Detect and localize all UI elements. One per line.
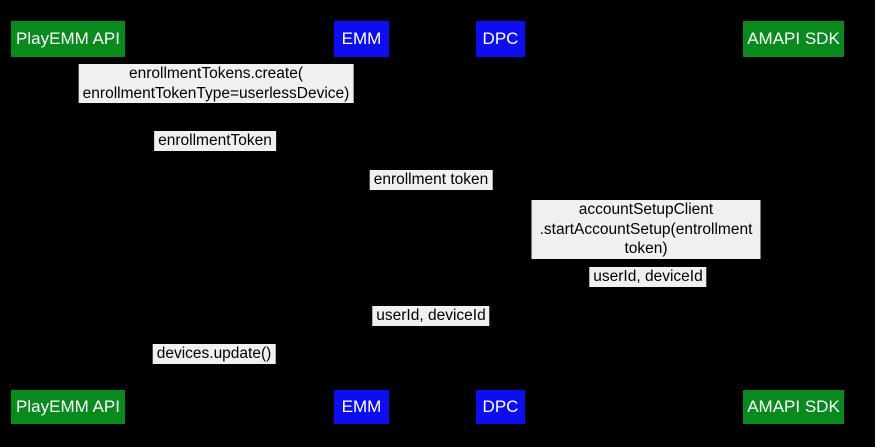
actor-dpc-bottom: DPC bbox=[476, 390, 525, 424]
actor-dpc-top: DPC bbox=[476, 21, 525, 57]
message-devices-update: devices.update() bbox=[152, 344, 276, 364]
message-userid-deviceid-2: userId, deviceId bbox=[372, 306, 490, 326]
actor-emm-top: EMM bbox=[334, 21, 389, 57]
message-userid-deviceid-1: userId, deviceId bbox=[589, 267, 707, 287]
actor-amapi-sdk-bottom: AMAPI SDK bbox=[743, 390, 844, 424]
message-enrollment-token-response: enrollmentToken bbox=[154, 131, 276, 151]
message-start-account-setup: accountSetupClient .startAccountSetup(en… bbox=[531, 200, 761, 259]
actor-amapi-sdk-top: AMAPI SDK bbox=[743, 21, 844, 57]
message-enrollment-token: enrollment token bbox=[369, 170, 493, 190]
message-enrollment-tokens-create: enrollmentTokens.create( enrollmentToken… bbox=[78, 64, 354, 103]
actor-emm-bottom: EMM bbox=[334, 390, 389, 424]
actor-playemm-api-bottom: PlayEMM API bbox=[11, 390, 125, 424]
actor-playemm-api-top: PlayEMM API bbox=[11, 21, 125, 57]
